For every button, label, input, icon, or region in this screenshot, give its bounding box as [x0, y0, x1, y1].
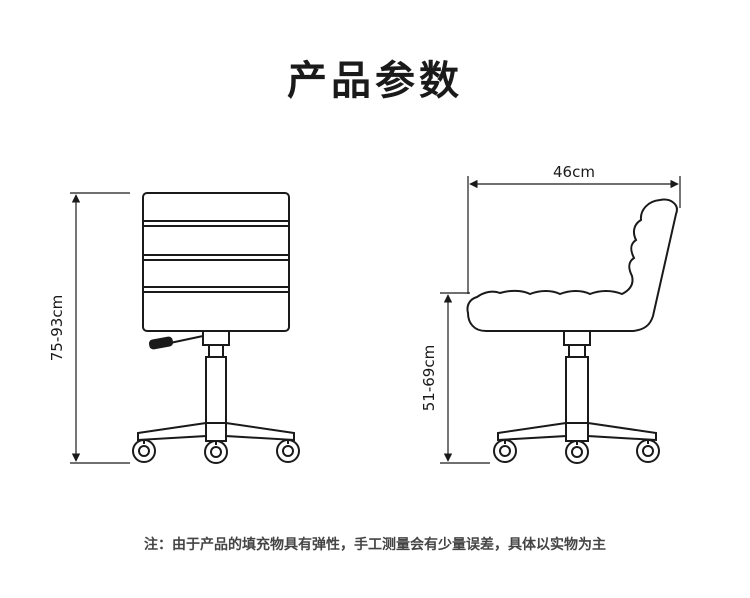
side-caster-right-hub — [642, 445, 654, 457]
side-base-arm-left — [497, 421, 567, 442]
side-width-label: 46cm — [553, 163, 595, 181]
side-caster-left-hub — [499, 445, 511, 457]
front-height-dimension — [70, 192, 130, 464]
side-gas-cylinder — [565, 356, 589, 424]
measurement-note: 注：由于产品的填充物具有弹性，手工测量会有少量误差，具体以实物为主 — [144, 537, 606, 553]
side-seat-backrest — [466, 198, 678, 332]
side-caster-center-hub — [571, 446, 583, 458]
front-backrest — [142, 192, 290, 332]
side-cylinder-collar — [568, 344, 586, 358]
side-mechanism — [563, 330, 591, 346]
base-arm-right — [225, 421, 295, 442]
base-hub — [205, 422, 227, 442]
seat-height-label: 51-69cm — [420, 345, 438, 411]
front-mechanism — [202, 330, 230, 346]
side-base-hub — [565, 422, 589, 442]
front-view-chair — [132, 192, 300, 464]
gas-cylinder — [205, 356, 227, 424]
caster-left-hub — [138, 445, 150, 457]
side-base-arm-right — [587, 421, 657, 442]
side-width-dimension — [467, 176, 681, 294]
lever-handle — [148, 336, 174, 350]
page-title: 产品参数 — [287, 58, 463, 104]
caster-center-hub — [210, 446, 222, 458]
base-arm-left — [137, 421, 207, 442]
caster-right-hub — [282, 445, 294, 457]
seat-height-dimension — [440, 292, 490, 464]
side-view-chair — [466, 198, 678, 464]
cylinder-collar — [208, 344, 224, 358]
height-lever — [169, 335, 204, 344]
front-height-label: 75-93cm — [48, 295, 66, 361]
